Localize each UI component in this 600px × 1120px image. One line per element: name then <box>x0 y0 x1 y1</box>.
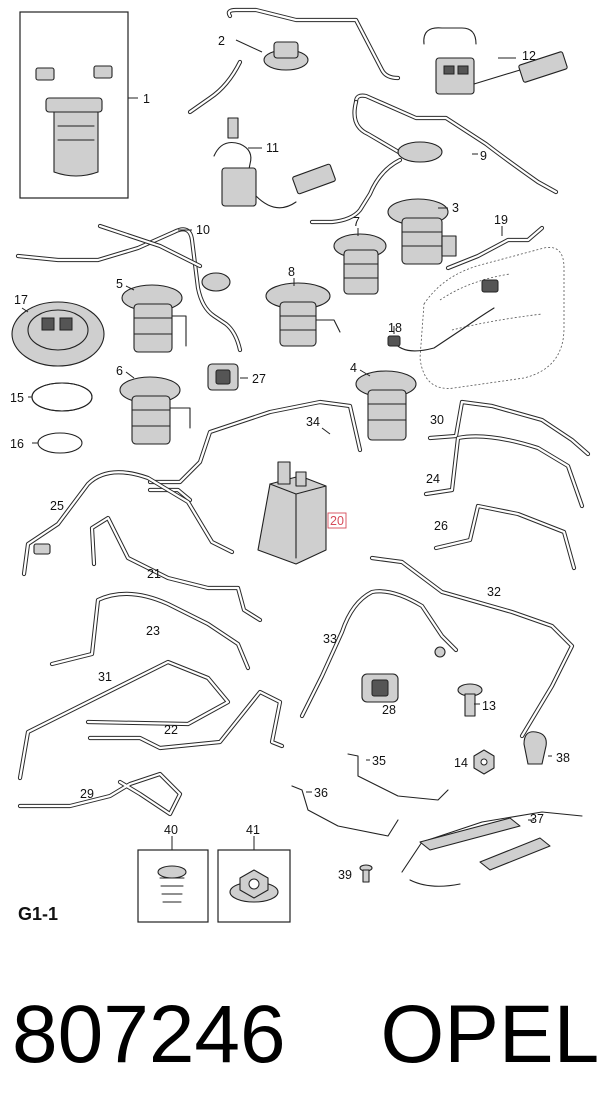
callout-6: 6 <box>116 364 123 378</box>
part-25-fuel-line[interactable] <box>21 470 235 577</box>
part-24-fuel-line[interactable] <box>423 434 585 509</box>
diagram-code: G1-1 <box>18 904 59 924</box>
callout-37: 37 <box>530 812 544 826</box>
callout-19: 19 <box>494 213 508 227</box>
callout-28-lower: 28 <box>382 703 396 717</box>
callout-4: 4 <box>350 361 357 375</box>
part-36-strap[interactable] <box>291 785 399 837</box>
part-29-fuel-line[interactable] <box>17 771 183 817</box>
callout-25: 25 <box>50 499 64 513</box>
part-17-tank-cover[interactable] <box>11 301 105 367</box>
part-37-bracket[interactable] <box>401 811 583 887</box>
callout-29: 29 <box>80 787 94 801</box>
part-15-lock-ring[interactable] <box>28 382 93 412</box>
brand-name: OPEL <box>380 989 600 1080</box>
callout-15: 15 <box>10 391 24 405</box>
part-8-pump-module[interactable] <box>265 278 341 347</box>
part-16-seal[interactable] <box>32 432 83 454</box>
part-21-fuel-line[interactable] <box>89 515 263 623</box>
part-4-pump-module[interactable] <box>355 369 417 441</box>
part-2-sender-line[interactable] <box>187 7 401 115</box>
part-22-fuel-line[interactable] <box>87 689 285 751</box>
callout-34: 34 <box>306 415 320 429</box>
callout-23: 23 <box>146 624 160 638</box>
parts-exploded-diagram: 1 2 12 9 11 <box>10 7 591 923</box>
footer: 807246 OPEL <box>12 980 599 1090</box>
part-27-clip[interactable] <box>207 363 248 391</box>
part-35-strap[interactable] <box>347 753 449 801</box>
callout-3: 3 <box>452 201 459 215</box>
callout-41: 41 <box>246 823 260 837</box>
callout-35: 35 <box>372 754 386 768</box>
callout-27: 27 <box>252 372 266 386</box>
part-11-wiring-harness[interactable] <box>213 117 336 209</box>
part-6-pump-module[interactable] <box>119 371 191 445</box>
part-31-fuel-line[interactable] <box>17 659 231 781</box>
callout-30: 30 <box>430 413 444 427</box>
callout-2: 2 <box>218 34 225 48</box>
part-10-fuel-line[interactable] <box>15 223 243 353</box>
callout-36: 36 <box>314 786 328 800</box>
callout-40: 40 <box>164 823 178 837</box>
callout-18: 18 <box>388 321 402 335</box>
fuel-tank-outline <box>419 247 565 389</box>
part-14-nut[interactable] <box>473 749 495 775</box>
part-28-clip-upper-marker <box>434 646 446 658</box>
part-39-bolt[interactable] <box>359 864 373 883</box>
part-12-control-module[interactable] <box>423 27 568 95</box>
part-1-pump-kit[interactable] <box>19 11 138 199</box>
callout-11: 11 <box>266 141 279 155</box>
part-41-flange-nut[interactable] <box>217 836 291 923</box>
callout-8: 8 <box>288 265 295 279</box>
part-7-pump-module[interactable] <box>333 228 387 295</box>
callout-24: 24 <box>426 472 440 486</box>
callout-10: 10 <box>196 223 210 237</box>
part-33-fuel-line[interactable] <box>299 589 459 719</box>
callout-38: 38 <box>556 751 570 765</box>
callout-39: 39 <box>338 868 352 882</box>
callout-26: 26 <box>434 519 448 533</box>
part-18-wire[interactable] <box>387 307 495 352</box>
callout-7: 7 <box>353 215 360 229</box>
part-20-evap-canister[interactable] <box>257 461 327 565</box>
part-5-pump-module[interactable] <box>121 284 187 353</box>
part-13-bolt[interactable] <box>457 683 483 717</box>
part-30-fuel-line[interactable] <box>427 399 591 457</box>
callout-20-highlight-box <box>327 512 347 529</box>
callout-22: 22 <box>164 723 178 737</box>
part-38-clip[interactable] <box>523 731 552 765</box>
callout-16: 16 <box>10 437 24 451</box>
part-number: 807246 <box>12 989 286 1080</box>
callout-5: 5 <box>116 277 123 291</box>
callout-9: 9 <box>480 149 487 163</box>
part-32-fuel-line[interactable] <box>369 555 575 739</box>
callout-33: 33 <box>323 632 337 646</box>
part-26-fuel-line[interactable] <box>433 503 577 571</box>
callout-12: 12 <box>522 49 536 63</box>
callout-31: 31 <box>98 670 112 684</box>
part-19-line[interactable] <box>445 225 545 293</box>
part-28-clip[interactable] <box>361 673 399 703</box>
callout-20: 20 <box>330 514 344 528</box>
callout-32: 32 <box>487 585 501 599</box>
part-3-pump-module[interactable] <box>387 198 457 265</box>
part-34-fuel-line[interactable] <box>147 399 363 503</box>
callout-21: 21 <box>147 567 161 581</box>
callout-13: 13 <box>482 699 496 713</box>
callout-17: 17 <box>14 293 28 307</box>
part-23-fuel-line[interactable] <box>49 591 251 671</box>
part-9-sender-line[interactable] <box>309 93 559 225</box>
callout-1: 1 <box>143 92 150 106</box>
part-40-spring-nut[interactable] <box>137 836 209 923</box>
callout-14: 14 <box>454 756 468 770</box>
